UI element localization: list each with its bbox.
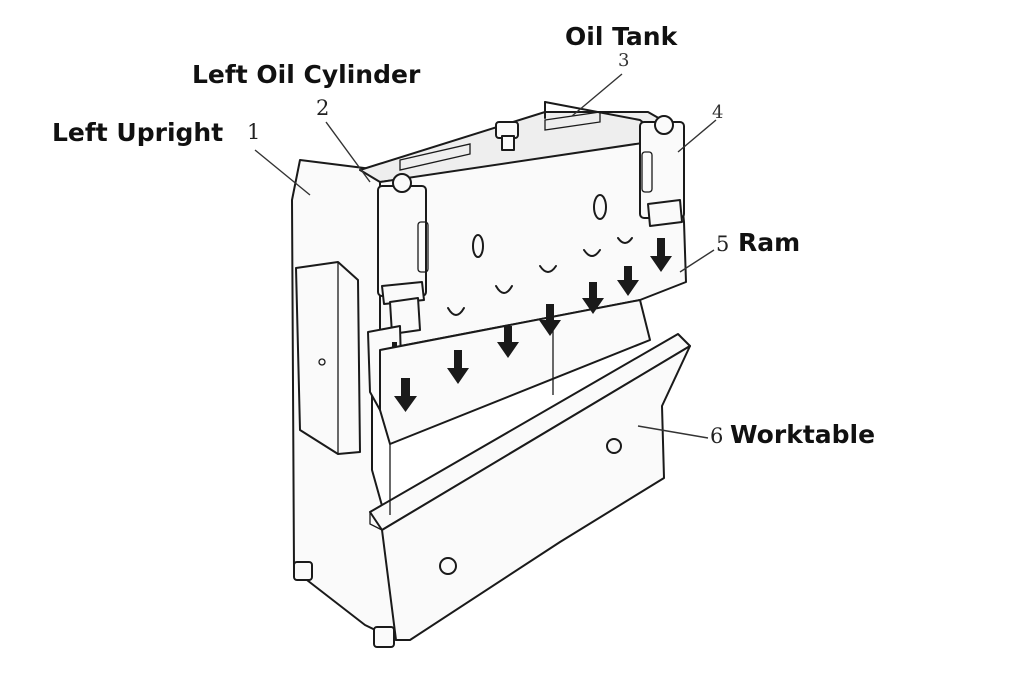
leader-3 (571, 73, 623, 117)
down-arrow-icon (617, 266, 639, 296)
right-cylinder-cap (654, 115, 674, 135)
left-upright-label: Left Upright (52, 118, 224, 147)
oil-tank-number: 3 (618, 50, 630, 71)
down-arrow-icon (650, 238, 672, 272)
left-upright-number: 1 (247, 120, 261, 144)
left-oil-cylinder-number: 2 (316, 96, 330, 120)
left-oil-cylinder-label: Left Oil Cylinder (192, 60, 421, 89)
left-cylinder-cap (392, 173, 412, 193)
ram-slot-2 (495, 285, 513, 294)
oil-tank-label: Oil Tank (565, 22, 678, 51)
left-foot (293, 561, 313, 581)
worktable-label: Worktable (730, 420, 876, 449)
down-arrow-icon (447, 350, 469, 384)
leader-5 (679, 249, 715, 273)
down-arrow-icon (582, 282, 604, 314)
worktable-hole-left (439, 557, 457, 575)
press-arrows (394, 238, 672, 412)
leader-4 (677, 119, 717, 153)
down-arrow-icon (497, 326, 519, 358)
ram-slot-5 (617, 237, 633, 244)
leader-6 (637, 425, 709, 439)
ram-label: Ram (738, 228, 801, 257)
right-cylinder-number: 4 (712, 102, 724, 123)
ram-cutout-upper-right (593, 194, 607, 220)
worktable-hole-right (606, 438, 622, 454)
control-box (295, 261, 361, 455)
worktable-body (381, 345, 691, 641)
tank-cap-neck (501, 135, 515, 151)
down-arrow-icon (394, 378, 417, 412)
front-foot (373, 626, 395, 648)
left-cylinder-rod (389, 297, 421, 335)
leader-1 (254, 149, 311, 196)
ram-slot-3 (539, 265, 557, 273)
down-arrow-icon (539, 304, 561, 336)
ram-cutout-upper-left (472, 234, 484, 258)
ram-slot-1 (447, 307, 465, 316)
leader-2 (325, 121, 371, 183)
worktable-number: 6 (710, 424, 724, 448)
ram-number: 5 (716, 232, 730, 256)
ram-slot-4 (583, 249, 601, 257)
left-oil-cylinder (377, 185, 427, 297)
control-box-knob-icon (318, 358, 326, 366)
